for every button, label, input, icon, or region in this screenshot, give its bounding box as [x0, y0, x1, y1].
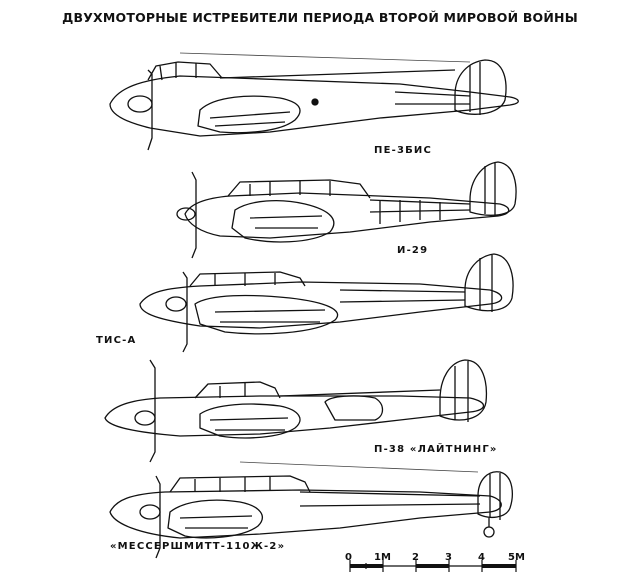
scale-tick-2: 2 — [412, 552, 419, 563]
label-i-29: И-29 — [397, 245, 429, 256]
label-messerschmitt-110g-2: «МЕССЕРШМИТТ-110Ж-2» — [110, 541, 286, 552]
scale-tick-4: 4 — [478, 552, 485, 563]
bf-110-drawing — [109, 471, 513, 559]
page-title: ДВУХМОТОРНЫЕ ИСТРЕБИТЕЛИ ПЕРИОДА ВТОРОЙ … — [62, 10, 578, 25]
scale-tick-0: 0 — [345, 552, 352, 563]
label-pe-3bis: ПЕ-3БИС — [374, 145, 433, 156]
scale-tick-3: 3 — [445, 552, 452, 563]
tis-a-drawing — [139, 253, 514, 353]
scale-tick-5m: 5М — [508, 552, 525, 563]
label-tis-a: ТИС-А — [96, 335, 137, 346]
scale-tick-1m: 1М — [374, 552, 391, 563]
i-29-drawing — [176, 161, 517, 259]
pe-3bis-drawing — [109, 59, 519, 151]
scale-bar — [349, 560, 517, 572]
p-38-lightning-drawing — [104, 359, 488, 463]
label-p-38-lightning: П-38 «ЛАЙТНИНГ» — [374, 444, 498, 455]
